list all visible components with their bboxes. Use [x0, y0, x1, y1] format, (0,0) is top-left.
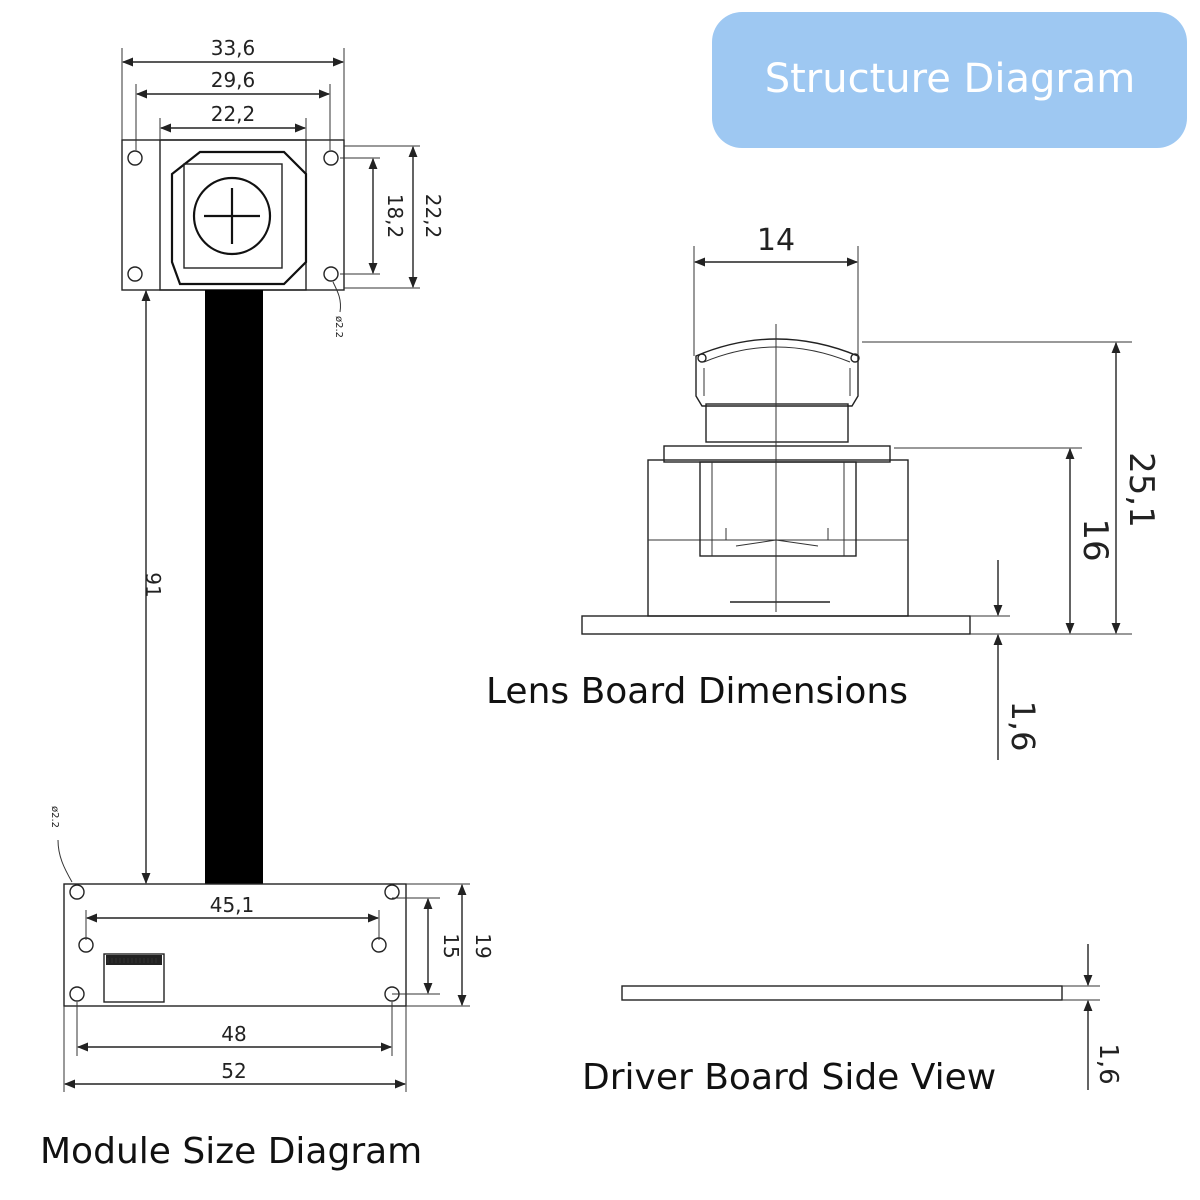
ffc-connector: [103, 953, 165, 1003]
lens-circle: [192, 176, 272, 256]
dim-height-outer: 22,2: [421, 194, 445, 239]
dim-driver-thickness: 1,6: [1093, 1043, 1123, 1084]
dim-lens-width: 14: [757, 223, 795, 258]
driver-board-side-view: 1,6 Driver Board Side View: [582, 944, 1123, 1098]
mount-hole: [371, 937, 387, 953]
dim-board-width-inner: 48: [221, 1022, 246, 1046]
module-size-diagram: 33,6 29,6 22,2 18,2 22,2 ø2.2 91: [40, 36, 495, 1172]
lens-caption: Lens Board Dimensions: [486, 671, 908, 712]
title-badge: Structure Diagram: [712, 12, 1187, 148]
lens-barrel: [705, 403, 849, 443]
dim-board-width-outer: 52: [221, 1059, 246, 1083]
mount-hole: [323, 150, 339, 166]
dim-width-inner: 22,2: [211, 102, 256, 126]
mount-hole: [127, 266, 143, 282]
lens-housing-outline: [170, 150, 308, 286]
mount-hole: [127, 150, 143, 166]
mount-hole: [384, 884, 400, 900]
dim-height-inner: 18,2: [383, 194, 407, 239]
dim-width-mid: 29,6: [211, 68, 256, 92]
mount-hole: [69, 884, 85, 900]
driver-board-outline: [63, 883, 407, 1007]
hole-diameter-label: ø2.2: [333, 316, 344, 338]
lens-holder-body: [647, 459, 909, 617]
module-caption: Module Size Diagram: [40, 1131, 422, 1172]
mount-hole: [78, 937, 94, 953]
dim-total-height: 25,1: [1121, 452, 1161, 528]
dim-cable-length: 91: [141, 572, 165, 597]
ffc-connector-pins: [106, 955, 162, 965]
dim-holder-height: 16: [1075, 518, 1115, 561]
mount-hole: [323, 266, 339, 282]
dim-board-height-outer: 19: [471, 933, 495, 958]
lens-base-square: [183, 163, 283, 269]
page-title: Structure Diagram: [765, 56, 1136, 102]
driver-caption: Driver Board Side View: [582, 1057, 996, 1098]
lens-board-diagram: 14 25,1 16 1,6 Lens Board Dimensions: [486, 223, 1161, 760]
flex-cable: [205, 290, 263, 884]
lens-holder-inner: [699, 461, 857, 557]
lens-cap: [695, 338, 859, 407]
hole-diameter-label: ø2.2: [49, 806, 60, 828]
lens-pcb: [581, 615, 971, 635]
mount-hole: [69, 986, 85, 1002]
dim-board-hole-span: 45,1: [210, 893, 255, 917]
driver-board-side: [621, 985, 1063, 1001]
dim-board-height-inner: 15: [439, 933, 463, 958]
dim-lens-pcb-thickness: 1,6: [1004, 701, 1042, 752]
dim-width-outer: 33,6: [211, 36, 256, 60]
